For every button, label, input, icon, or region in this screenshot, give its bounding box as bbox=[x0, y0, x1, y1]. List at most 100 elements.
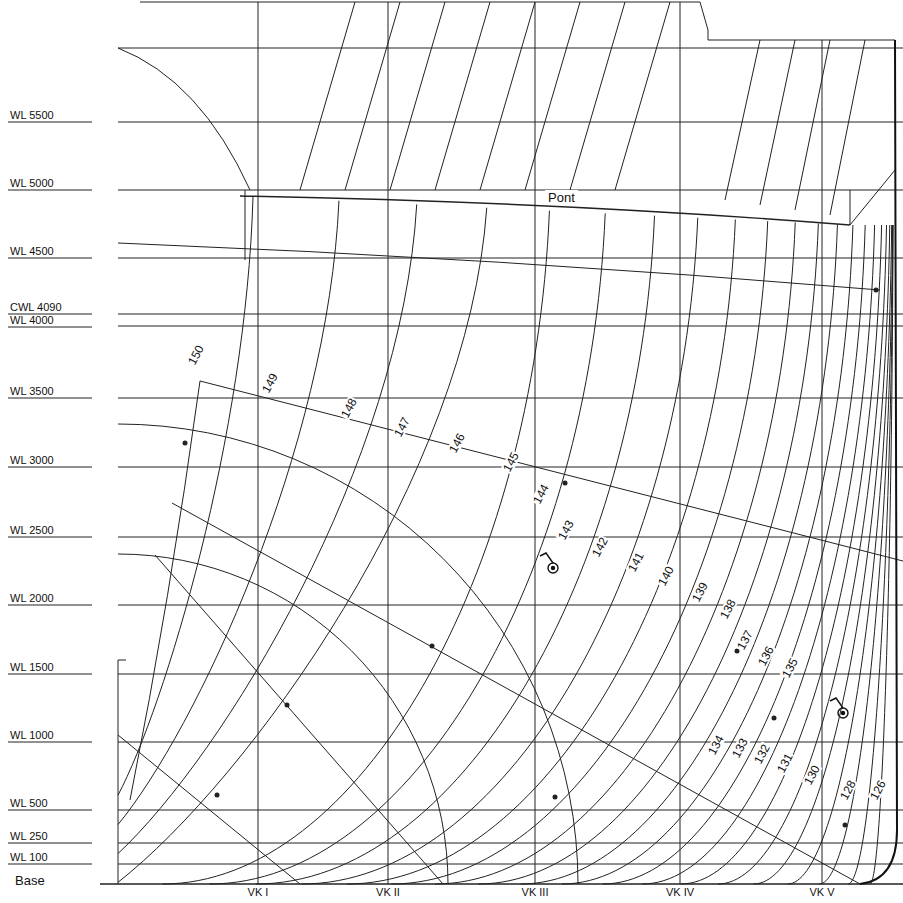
plan-line bbox=[118, 48, 250, 190]
station-curve bbox=[391, 221, 767, 884]
station-number: 138 bbox=[718, 596, 739, 621]
station-curve bbox=[603, 225, 866, 884]
station-number: 143 bbox=[556, 517, 577, 542]
station-number: 136 bbox=[756, 643, 777, 668]
waterline-label: CWL 4090 bbox=[10, 302, 62, 313]
station-number: 145 bbox=[501, 449, 522, 474]
plan-line bbox=[118, 48, 903, 49]
station-curve bbox=[118, 201, 339, 825]
plan-line bbox=[830, 698, 843, 708]
plan-line bbox=[118, 742, 903, 743]
plan-line bbox=[258, 2, 259, 884]
plan-line bbox=[388, 2, 389, 884]
station-curve bbox=[718, 225, 887, 884]
plan-line bbox=[118, 810, 903, 811]
plan-line bbox=[525, 2, 580, 190]
station-curve bbox=[118, 204, 417, 853]
station-number: 140 bbox=[656, 563, 677, 588]
station-number: 130 bbox=[802, 762, 823, 787]
plan-line bbox=[118, 258, 903, 259]
buttock-label: VK V bbox=[809, 887, 834, 898]
waterline-label: WL 500 bbox=[10, 798, 48, 809]
plan-line bbox=[8, 327, 92, 328]
plan-line bbox=[118, 190, 903, 191]
plan-line bbox=[8, 864, 92, 865]
plan-line bbox=[130, 381, 200, 800]
plan-line bbox=[118, 326, 903, 327]
station-number: 128 bbox=[838, 777, 859, 802]
station-curve bbox=[521, 224, 838, 884]
waterline-label: WL 4000 bbox=[10, 315, 54, 326]
station-curve bbox=[163, 211, 550, 884]
plan-line bbox=[760, 40, 795, 205]
points bbox=[183, 288, 879, 828]
plan-line bbox=[200, 381, 903, 561]
plan-line bbox=[850, 190, 851, 225]
plan-line bbox=[285, 703, 290, 708]
plan-line bbox=[8, 605, 92, 606]
superstructure bbox=[118, 2, 903, 290]
plan-line bbox=[822, 40, 823, 884]
plan-line bbox=[615, 2, 670, 190]
waterline-label: WL 5000 bbox=[10, 178, 54, 189]
reference-marks bbox=[540, 553, 848, 718]
station-number: 139 bbox=[690, 579, 711, 604]
grid bbox=[8, 2, 903, 884]
plan-line bbox=[535, 2, 536, 884]
station-curve bbox=[118, 208, 487, 883]
station-curve bbox=[302, 218, 698, 884]
station-number: 135 bbox=[780, 655, 801, 680]
plan-line bbox=[830, 40, 865, 215]
station-curve bbox=[118, 197, 253, 796]
plan-line bbox=[215, 793, 220, 798]
plan-line bbox=[850, 170, 895, 225]
station-number: 150 bbox=[186, 342, 207, 367]
buttock-label: VK IV bbox=[666, 887, 694, 898]
plan-line bbox=[118, 660, 126, 661]
plan-line bbox=[842, 712, 845, 715]
plan-line bbox=[552, 567, 555, 570]
diagonals bbox=[118, 381, 903, 884]
plan-line bbox=[8, 398, 92, 399]
hull-side bbox=[860, 40, 897, 884]
plan-line bbox=[553, 795, 558, 800]
station-number: 134 bbox=[706, 732, 727, 757]
plan-line bbox=[874, 288, 879, 293]
plan-line bbox=[118, 660, 119, 884]
station-curve bbox=[478, 223, 818, 884]
waterline-label: WL 5500 bbox=[10, 110, 54, 121]
plan-line bbox=[118, 537, 903, 538]
station-number: 144 bbox=[531, 481, 552, 506]
plan-line bbox=[118, 314, 903, 315]
plan-line bbox=[245, 190, 246, 260]
station-number: 126 bbox=[868, 777, 889, 802]
plan-line bbox=[772, 716, 777, 721]
plan-line bbox=[300, 2, 355, 190]
plan-line bbox=[118, 554, 448, 884]
station-number: 131 bbox=[775, 750, 796, 775]
station-number: 147 bbox=[392, 414, 413, 439]
plan-line bbox=[8, 843, 92, 844]
buttock-label: VK II bbox=[376, 887, 400, 898]
plan-line bbox=[118, 424, 578, 884]
waterline-label: WL 1000 bbox=[10, 730, 54, 741]
station-sections bbox=[118, 197, 893, 884]
plan-line bbox=[118, 735, 300, 884]
plan-line bbox=[140, 2, 895, 40]
waterline-label: WL 4500 bbox=[10, 246, 54, 257]
station-number: 148 bbox=[339, 395, 360, 420]
plan-line bbox=[183, 441, 188, 446]
plan-line bbox=[8, 810, 92, 811]
waterline-label: WL 3000 bbox=[10, 455, 54, 466]
plan-line bbox=[8, 122, 92, 123]
plan-line bbox=[548, 563, 558, 573]
plan-line bbox=[8, 467, 92, 468]
plan-line bbox=[118, 398, 903, 399]
deck-label: Pont bbox=[545, 190, 578, 205]
station-number: 137 bbox=[735, 627, 756, 652]
plan-line bbox=[8, 537, 92, 538]
waterline-label: WL 3500 bbox=[10, 386, 54, 397]
plan-line bbox=[540, 553, 553, 563]
station-number: 146 bbox=[447, 430, 468, 455]
